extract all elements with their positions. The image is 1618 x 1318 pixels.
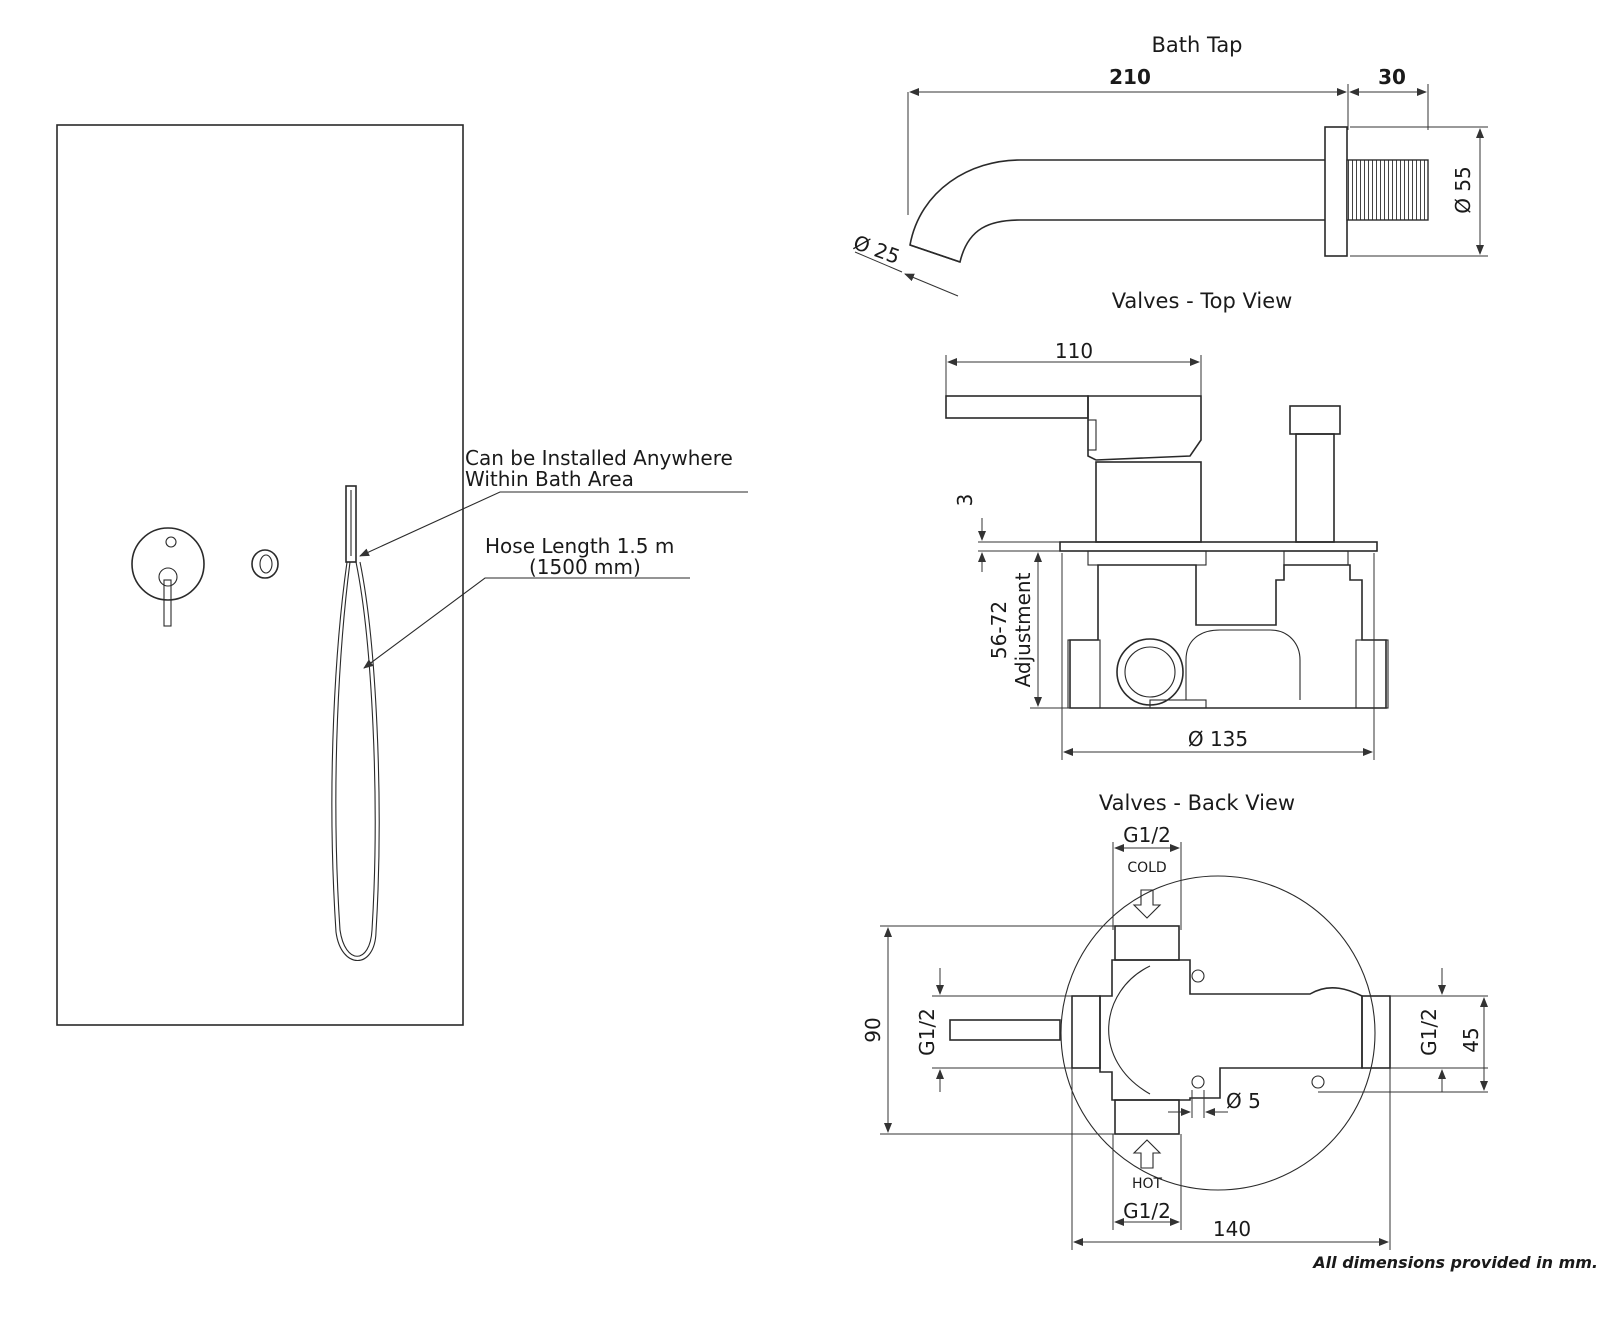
valves-top-handle-dim: 110: [1055, 339, 1093, 363]
bath-tap-plate-dim: Ø 55: [1451, 166, 1475, 214]
bath-tap-length-dim: 210: [1109, 65, 1151, 89]
bath-tap-spout-dim: Ø 25: [850, 230, 903, 269]
diverter-knob: [251, 549, 279, 579]
bath-tap-wall-plate: [1324, 126, 1348, 257]
valves-top-view: Valves - Top View 110 3: [945, 289, 1389, 760]
bath-tap-thread: [1346, 159, 1429, 221]
shower-hose: [335, 561, 376, 957]
valves-back-right-thread: G1/2: [1417, 1008, 1441, 1056]
callout-hose-line-1: Hose Length 1.5 m: [485, 534, 674, 558]
valves-back-title: Valves - Back View: [1099, 791, 1295, 815]
callout-hose: Hose Length 1.5 m (1500 mm): [363, 534, 690, 669]
bath-tap-title: Bath Tap: [1151, 33, 1242, 57]
wall-panel: [56, 124, 464, 1026]
wall-view: Can be Installed Anywhere Within Bath Ar…: [56, 124, 748, 1026]
hot-arrow-icon: [1132, 1139, 1162, 1169]
valves-back-hot-label: HOT: [1132, 1176, 1163, 1192]
valves-back-width-dim: 140: [1213, 1217, 1251, 1241]
valve-plate: [1059, 541, 1378, 552]
valve-body: [1069, 564, 1387, 709]
valves-back-height-dim: 90: [861, 1017, 885, 1042]
valves-back-cold-label: COLD: [1127, 860, 1166, 876]
bath-tap-spout: [909, 159, 1325, 264]
callout-install: Can be Installed Anywhere Within Bath Ar…: [359, 446, 748, 557]
callout-hose-line-2: (1500 mm): [529, 555, 641, 579]
valves-back-bottom-thread: G1/2: [1123, 1199, 1171, 1223]
valve-back-handle-stub: [949, 1019, 1061, 1041]
valve-back-plate-outline: [1060, 875, 1376, 1191]
callout-install-line-2: Within Bath Area: [465, 467, 634, 491]
valve-lever-handle: [945, 395, 1089, 419]
valve-back-body: [1099, 959, 1363, 1101]
valves-back-right-dim: 45: [1459, 1027, 1483, 1052]
valves-top-plate-dim: 3: [953, 494, 977, 507]
valves-top-adjust-dim-label: Adjustment: [1011, 572, 1035, 687]
hand-shower: [331, 485, 380, 961]
bath-tap-thread-dim: 30: [1378, 65, 1406, 89]
valves-top-adjust-dim-range: 56-72: [987, 601, 1011, 659]
valves-top-diameter-dim: Ø 135: [1188, 727, 1248, 751]
valve-diverter-stem: [1289, 405, 1341, 435]
valves-back-top-thread: G1/2: [1123, 823, 1171, 847]
callout-install-line-1: Can be Installed Anywhere: [465, 446, 733, 470]
valves-back-view: Valves - Back View G1/2 COLD HOT G1/2: [861, 791, 1488, 1250]
cold-arrow-icon: [1132, 889, 1162, 919]
mixer-plate: [131, 527, 205, 627]
footer-note: All dimensions provided in mm.: [1311, 1253, 1598, 1272]
bath-tap-view: Bath Tap 210 30 Ø 55 Ø 25: [850, 33, 1488, 297]
valves-top-title: Valves - Top View: [1112, 289, 1293, 313]
valves-back-hole-dim: Ø 5: [1226, 1089, 1261, 1113]
valves-back-left-thread: G1/2: [915, 1008, 939, 1056]
